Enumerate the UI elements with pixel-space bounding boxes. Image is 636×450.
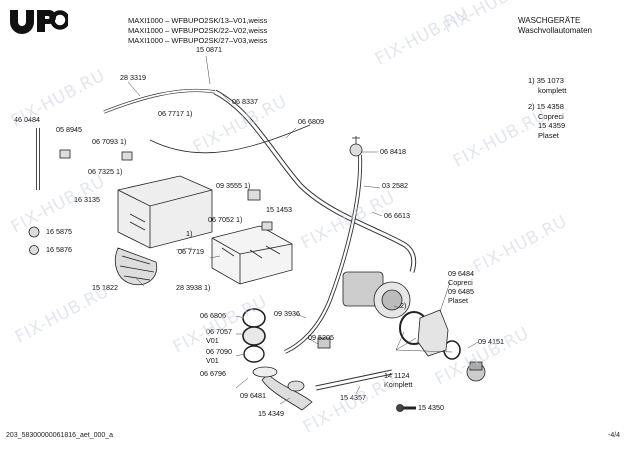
model-line: MAXI1000 – WFBUPO2SK/27–V03,weiss — [128, 36, 268, 45]
bellow-hose — [115, 247, 158, 286]
footnote-line: Plaset — [538, 130, 559, 140]
part-label: 15 1453 — [266, 205, 292, 214]
detergent-drawer — [211, 225, 293, 285]
ring-part — [242, 308, 266, 328]
part-label: 28 3938 1) — [176, 283, 211, 292]
footnote-line: 1) 35 1073 — [528, 76, 564, 85]
inlet-hose — [284, 154, 363, 354]
part-label: 46 0484 — [14, 115, 40, 124]
footnote-line: Copreci — [538, 111, 564, 121]
part-label: 09 6481 — [240, 391, 266, 400]
part-label: 06 7057 — [206, 327, 232, 336]
part-label: 06 8418 — [380, 147, 406, 156]
document-code: 203_58300000061816_aet_000_a — [6, 432, 114, 439]
part-label: 14 1124 — [384, 371, 410, 380]
part-label: 06 7325 1) — [88, 167, 123, 176]
clip-part — [59, 149, 71, 159]
part-label: 09 6485 — [448, 287, 474, 296]
part-label: 09 3555 1) — [216, 181, 251, 190]
part-label: 09 6484 — [448, 269, 474, 278]
part-label: 28 3319 — [120, 73, 146, 82]
part-label: 15 4357 — [340, 393, 366, 402]
part-label: 15 4350 — [418, 403, 444, 412]
filter-cap — [466, 361, 486, 382]
model-list: MAXI1000 – WFBUPO2SK/13–V01,weiss MAXI10… — [128, 16, 267, 46]
footnote-1: 1) 35 1073 komplett — [528, 76, 566, 95]
part-label: 06 8337 — [232, 97, 258, 106]
part-label: 06 6796 — [200, 369, 226, 378]
footnote-line: 2) 15 4358 — [528, 102, 564, 111]
upo-logo — [6, 6, 68, 34]
part-label: 06 7719 — [178, 247, 204, 256]
part-label: 06 6809 — [298, 117, 324, 126]
bowl-part — [252, 366, 278, 378]
category-title: WASCHGERÄTE — [518, 16, 581, 25]
wire — [149, 124, 311, 154]
footnote-line: komplett — [538, 85, 567, 95]
detergent-housing — [117, 175, 213, 249]
ring-part — [242, 326, 266, 346]
grommet — [29, 245, 39, 255]
page-number: -4/4 — [608, 432, 621, 439]
clip-part — [317, 337, 331, 349]
part-label: Plaset — [448, 296, 468, 305]
clip-part — [121, 151, 133, 161]
footnote-line: 15 4359 — [538, 121, 566, 130]
part-label: 09 4151 — [478, 337, 504, 346]
clip-part — [247, 189, 261, 201]
footnotes: 1) 35 1073 komplett 2) 15 4358 Copreci 1… — [528, 76, 566, 147]
part-label: 03 2582 — [382, 181, 408, 190]
part-label: 2) — [400, 301, 407, 310]
part-label: 16 3135 — [74, 195, 100, 204]
part-label: 09 5205 — [308, 333, 334, 342]
part-label: 06 7052 1) — [208, 215, 243, 224]
part-label: 09 3936 — [274, 309, 300, 318]
part-label: 06 6806 — [200, 311, 226, 320]
pump-housing — [417, 309, 449, 357]
part-label: 06 7090 — [206, 347, 232, 356]
clip-part — [261, 221, 273, 231]
part-label: Komplett — [384, 380, 413, 389]
category-subtitle: Waschvollautomaten — [518, 26, 592, 35]
outlet-fitting — [261, 373, 313, 411]
leader-lines — [127, 55, 479, 409]
part-label: 06 7093 1) — [92, 137, 127, 146]
part-label: 16 5875 — [46, 227, 72, 236]
water-valve — [349, 136, 363, 157]
part-label: 06 7717 1) — [158, 109, 193, 118]
part-label: Copreci — [448, 278, 473, 287]
part-label: 1) — [186, 229, 193, 238]
ring-part — [243, 345, 265, 363]
footnote-2: 2) 15 4358 Copreci 15 4359 Plaset — [528, 102, 566, 140]
part-label: V01 — [206, 336, 219, 345]
part-label: V01 — [206, 356, 219, 365]
drain-pump — [342, 271, 411, 319]
part-label: 06 6613 — [384, 211, 410, 220]
part-label: 15 4349 — [258, 409, 284, 418]
part-label: 05 8945 — [56, 125, 82, 134]
part-label: 16 5876 — [46, 245, 72, 254]
part-label: 15 0871 — [196, 45, 222, 54]
grommet — [28, 226, 40, 238]
model-line: MAXI1000 – WFBUPO2SK/22–V02,weiss — [128, 26, 268, 35]
model-line: MAXI1000 – WFBUPO2SK/13–V01,weiss — [128, 16, 268, 25]
part-label: 15 1822 — [92, 283, 118, 292]
category-block: WASCHGERÄTE Waschvollautomaten — [518, 16, 592, 36]
